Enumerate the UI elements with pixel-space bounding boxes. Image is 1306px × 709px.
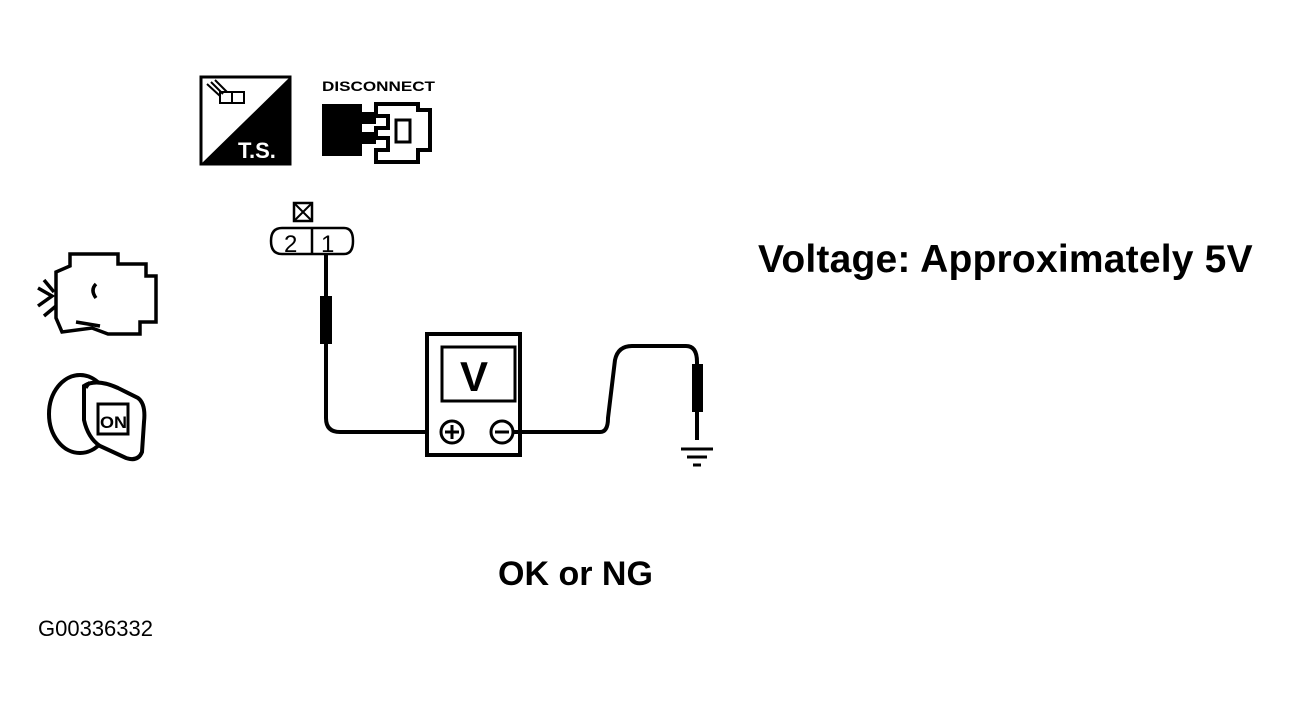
disconnect-icon: DISCONNECT [322, 78, 436, 164]
voltmeter: V [425, 332, 522, 457]
negative-lead-wire [513, 344, 703, 440]
voltage-specification: Voltage: Approximately 5V [758, 238, 1253, 281]
negative-terminal-icon [489, 419, 515, 445]
ignition-on-label: ON [100, 413, 127, 432]
test-icon: T.S. [199, 75, 292, 166]
result-label: OK or NG [498, 555, 653, 593]
ignition-key-icon: ON [47, 373, 147, 462]
harness-connector: 2 1 [269, 201, 355, 258]
disconnect-icon-label: DISCONNECT [322, 78, 436, 94]
test-icon-label: T.S. [238, 138, 276, 163]
engine-icon [36, 252, 158, 336]
voltmeter-symbol: V [460, 353, 488, 400]
figure-id: G00336332 [38, 616, 153, 641]
positive-terminal-icon [439, 419, 465, 445]
connector-pin-1: 1 [321, 231, 334, 258]
positive-lead-wire [320, 254, 440, 434]
connector-pin-2: 2 [284, 231, 297, 258]
ground-icon [681, 447, 713, 467]
